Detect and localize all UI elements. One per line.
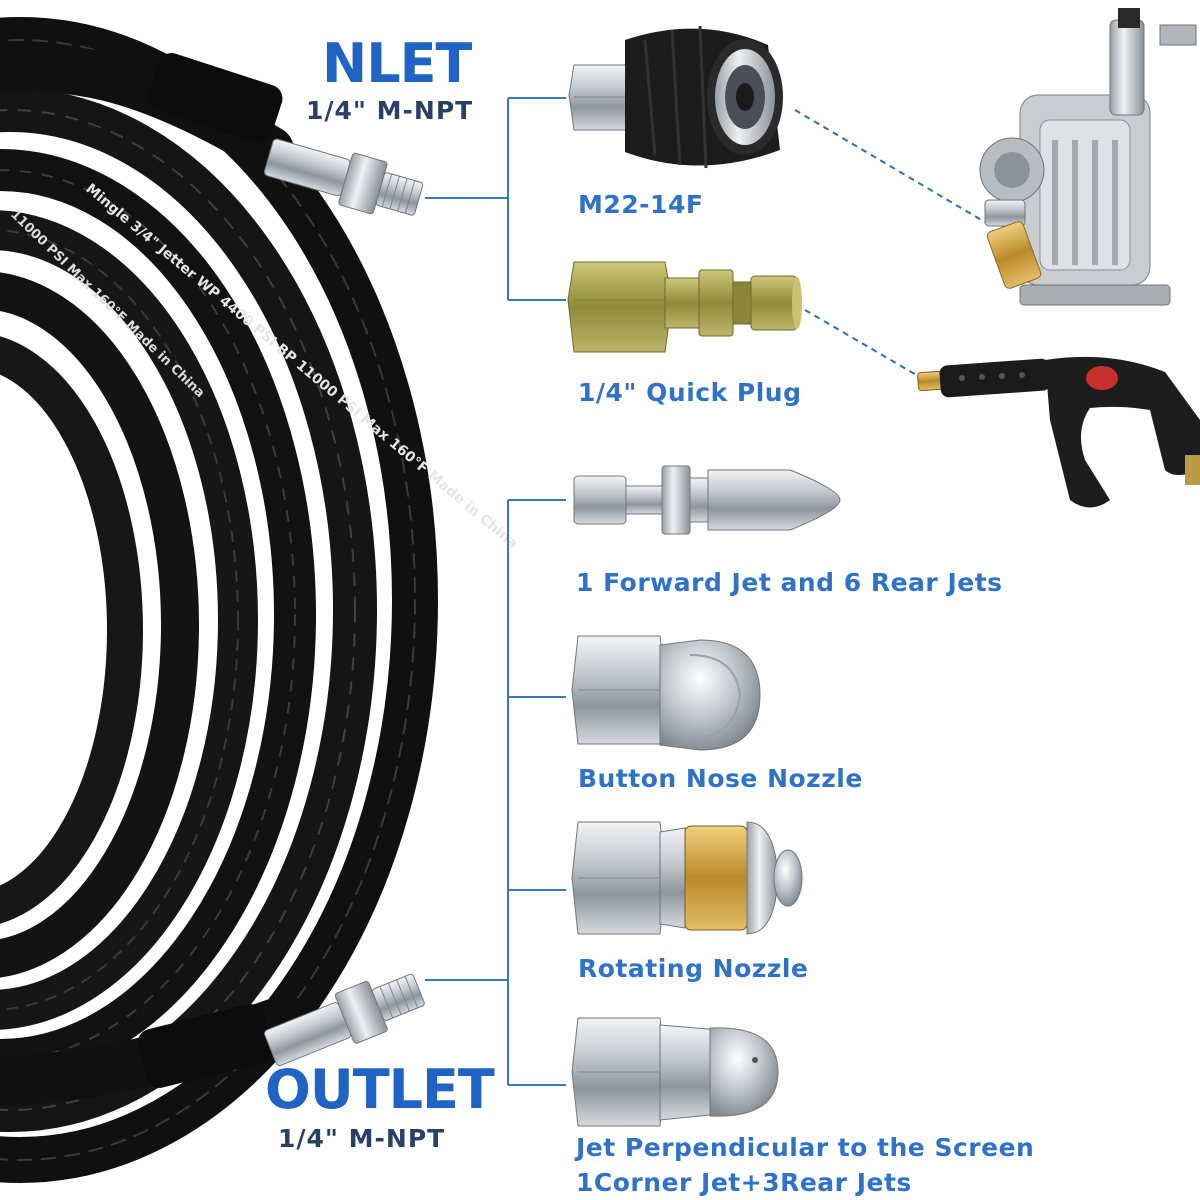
hose-coil: Mingle 3/4" Jetter WP 4400 PSI BP 11000 … <box>0 17 521 1183</box>
corner-jet-nozzle-icon <box>571 1017 779 1127</box>
inlet-thread-label: 1/4" M-NPT <box>306 96 474 125</box>
spray-gun-icon <box>917 356 1200 508</box>
nozzle-label-button-nose: Button Nose Nozzle <box>578 764 863 793</box>
outlet-hose-sleeve <box>137 1004 273 1088</box>
inlet-bracket <box>425 97 566 301</box>
device-links <box>794 109 991 381</box>
nozzle-label-forward-rear: 1 Forward Jet and 6 Rear Jets <box>576 568 1003 597</box>
inlet-fitting-icon <box>263 138 424 216</box>
hose-loops <box>0 17 438 1183</box>
rotating-nozzle-icon <box>571 821 803 935</box>
inlet-title: NLET <box>322 32 472 95</box>
outlet-fitting-icon <box>264 973 425 1066</box>
outlet-title: OUTLET <box>265 1058 495 1121</box>
nozzle-label-corner-jet-line-2: 1Corner Jet+3Rear Jets <box>576 1168 912 1197</box>
nozzle-label-corner-jet-line-1: Jet Perpendicular to the Screen <box>576 1133 1035 1162</box>
pressure-washer-pump-icon <box>979 8 1197 306</box>
button-nose-nozzle-icon <box>571 635 761 751</box>
fitting-label-m22: M22-14F <box>578 190 704 219</box>
nozzle-label-rotating: Rotating Nozzle <box>578 954 809 983</box>
quick-plug-icon <box>567 261 802 353</box>
m22-coupler-icon <box>568 25 783 169</box>
nozzle-label-corner-jet: Jet Perpendicular to the Screen 1Corner … <box>576 1130 1034 1200</box>
forward-rear-jet-nozzle-icon <box>573 465 841 535</box>
inlet-hose-sleeve <box>147 53 283 143</box>
fitting-label-quick-plug: 1/4" Quick Plug <box>578 378 802 407</box>
outlet-thread-label: 1/4" M-NPT <box>278 1124 446 1153</box>
outlet-bracket <box>425 499 566 1086</box>
